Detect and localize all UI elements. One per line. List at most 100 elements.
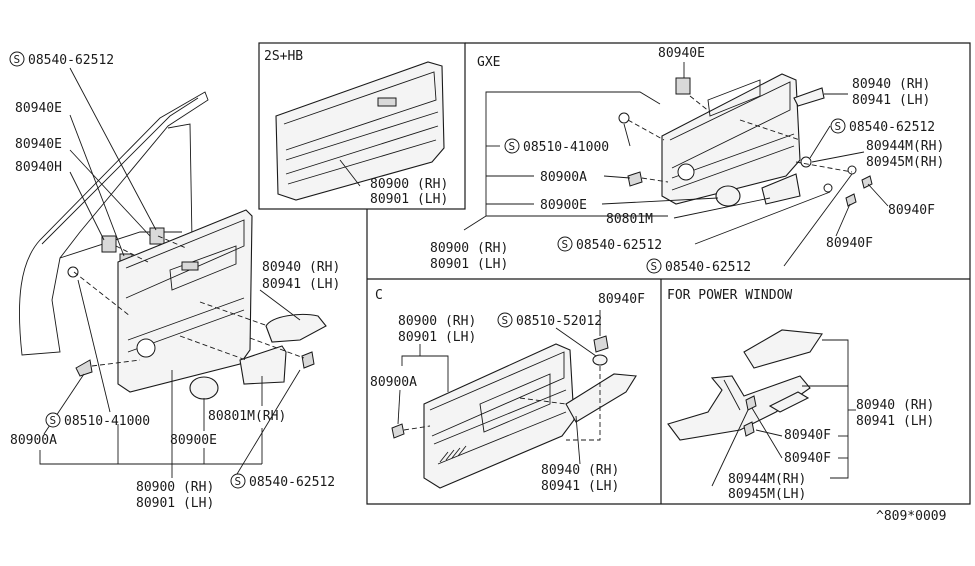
- label-c-80940-rh: 80940 (RH): [541, 463, 619, 478]
- door-belt-line: [59, 231, 182, 259]
- s2hb-line-c: [287, 139, 437, 185]
- pw-leader-80944M: [711, 409, 749, 487]
- armrest-80940: [265, 313, 327, 343]
- clip-80940H: [101, 235, 117, 253]
- pw-labels: 80940 (RH) 80941 (LH) 80940F 80940F 8094…: [728, 398, 934, 502]
- screw-symbol-icon: [9, 51, 25, 67]
- label-gxe-80900-rh: 80900 (RH): [430, 241, 508, 256]
- dash-lower-screw: [249, 337, 305, 359]
- label-c-80941-lh: 80941 (LH): [541, 479, 619, 494]
- c-clip-80940F: [593, 335, 609, 353]
- screw-symbol-icon: [646, 258, 662, 274]
- c-line-a: [433, 389, 567, 445]
- gxe-labels: 80940E 80940 (RH) 80941 (LH) S 08540-625…: [430, 46, 944, 275]
- leader-08540-top: [69, 67, 157, 231]
- gxe-dash-armrest: [739, 119, 801, 141]
- pw-leader-80940F-a: [755, 429, 783, 437]
- label-gxe-80941-lh: 80941 (LH): [852, 93, 930, 108]
- main-door-assembly: [19, 91, 327, 400]
- pw-armrest-upper: [743, 329, 823, 369]
- dash-clip-to-panel: [115, 245, 149, 263]
- gxe-armrest-80940: [793, 87, 825, 107]
- c-leader-08510: [555, 327, 597, 357]
- c-armrest-80940: [565, 373, 637, 423]
- gxe-upper-band: [669, 81, 791, 169]
- c-leader-lines: [397, 310, 601, 465]
- screw-08510-41000: [67, 266, 79, 278]
- c-dash-screw: [566, 366, 601, 441]
- c-leader-bracket: [401, 355, 449, 392]
- s2hb-trim-panel: [275, 61, 445, 201]
- dash-screw-to-panel: [73, 271, 131, 317]
- screw-symbol-icon: [230, 473, 246, 489]
- gxe-80944M: [800, 156, 812, 168]
- c-line-b: [437, 411, 567, 465]
- footer-code: ^809*0009: [876, 509, 946, 524]
- c-leader-80900A: [397, 389, 401, 425]
- panel-lock-knob: [181, 261, 199, 271]
- label-main-80900-rh: 80900 (RH): [136, 480, 214, 495]
- gxe-leader-80801M: [673, 197, 771, 219]
- c-labels: 80940F 80900 (RH) S 08510-52012 80901 (L…: [370, 292, 645, 494]
- gxe-leader-08540-c: [783, 173, 853, 267]
- section-frames: [258, 42, 971, 505]
- door-frame-outline: [19, 91, 209, 356]
- gxe-leader-80900: [463, 215, 487, 231]
- label-gxe-80945M-rh: 80945M(RH): [866, 155, 944, 170]
- gxe-dash-screw: [627, 119, 665, 141]
- label-gxe-08540-62512-a: 08540-62512: [849, 120, 935, 135]
- screw-symbol-icon: [504, 138, 520, 154]
- grille-slat: [445, 449, 455, 461]
- leader-bracket-80900: [39, 450, 262, 465]
- gxe-line-b: [671, 145, 795, 191]
- c-dash-clip: [403, 425, 431, 431]
- gxe-dash-80940E: [689, 95, 711, 113]
- label-s2hb-80901-lh: 80901 (LH): [370, 192, 448, 207]
- label-main-80940-rh: 80940 (RH): [262, 260, 340, 275]
- label-pw-80940F-b: 80940F: [784, 451, 831, 466]
- power-window-assembly: [667, 329, 823, 441]
- leader-80940H: [69, 171, 105, 241]
- gxe-leader-08510: [623, 123, 631, 147]
- s2hb-door-panel: [275, 61, 445, 201]
- pw-leader-lines: [711, 339, 856, 487]
- label-gxe-80940F-b: 80940F: [826, 236, 873, 251]
- label-pw-80944M-rh: 80944M(RH): [728, 472, 806, 487]
- label-main-80900A: 80900A: [10, 433, 57, 448]
- gxe-escutcheon-80900E: [715, 185, 741, 207]
- main-leader-lines: [39, 67, 301, 480]
- label-main-08510-41000: 08510-41000: [64, 414, 150, 429]
- label-main-80940E-a: 80940E: [15, 101, 62, 116]
- screw-symbol-icon: [45, 412, 61, 428]
- label-main-80900E: 80900E: [170, 433, 217, 448]
- label-gxe-80900E: 80900E: [540, 198, 587, 213]
- gxe-leader-80940F-b: [835, 203, 851, 237]
- gxe-door-assembly: [618, 73, 873, 207]
- leader-08540-bottom: [233, 369, 301, 480]
- gxe-leader-08540-b: [694, 191, 831, 245]
- escutcheon-80900E: [189, 376, 219, 400]
- screw-symbol: S: [835, 120, 842, 133]
- gxe-handle-recess: [707, 79, 761, 117]
- dash-clip-b-to-panel: [157, 235, 187, 249]
- gxe-screw-08540-c: [823, 183, 833, 193]
- label-gxe-08540-62512-b: 08540-62512: [576, 238, 662, 253]
- gxe-leader-80940F-a: [867, 183, 889, 207]
- label-main-08540-62512-top: 08540-62512: [28, 53, 114, 68]
- section-title-2s-hb: 2S+HB: [264, 49, 303, 64]
- s2hb-upper-band: [283, 71, 437, 151]
- pw-clip-80940F-a: [745, 395, 757, 411]
- label-gxe-80940E: 80940E: [658, 46, 705, 61]
- gxe-crank-hole: [677, 163, 695, 181]
- label-c-80900A: 80900A: [370, 375, 417, 390]
- gxe-leader-80900A: [603, 175, 631, 179]
- screw-symbol-icon: [557, 236, 573, 252]
- gxe-leader-80900E: [601, 197, 719, 205]
- dash-pocket: [179, 335, 247, 361]
- label-gxe-80940-rh: 80940 (RH): [852, 77, 930, 92]
- c-door-assembly: [391, 335, 637, 489]
- grille-slat: [439, 451, 449, 463]
- gxe-leader-lines: [463, 62, 889, 267]
- section-title-power-window: FOR POWER WINDOW: [667, 288, 792, 303]
- label-c-80900-rh: 80900 (RH): [398, 314, 476, 329]
